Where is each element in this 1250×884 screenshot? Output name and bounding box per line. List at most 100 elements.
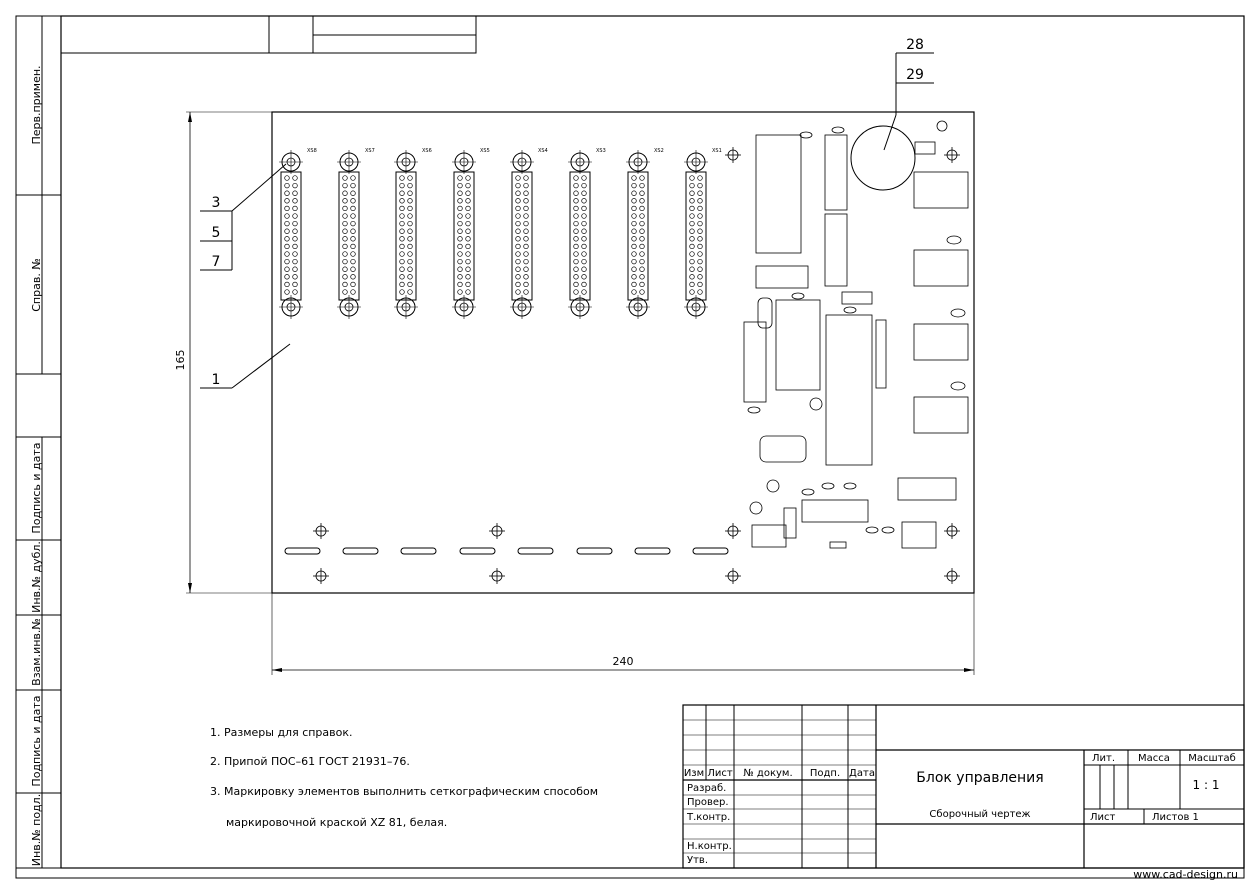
top-stamp — [60, 15, 477, 54]
tb-title: Блок управления — [916, 770, 1043, 786]
chip-dd2 — [897, 477, 957, 501]
side-label-inv-podl: Инв.№ подл. — [30, 794, 43, 866]
connector-xs7: XS7 — [337, 148, 375, 319]
connector-xs5: XS5 — [452, 148, 490, 319]
cap-c17 — [809, 397, 823, 411]
tb-role-tkontr: Т.контр. — [686, 812, 730, 823]
chip-dd5 — [755, 265, 809, 289]
mounting-hole — [725, 523, 741, 539]
slot — [692, 547, 729, 555]
slot — [576, 547, 613, 555]
tb-header-doc: № докум. — [743, 768, 792, 779]
chip-dd6 — [775, 299, 821, 391]
note-3-cont: маркировочной краской XZ 81, белая. — [226, 816, 447, 829]
title-block: Изм Лист № докум. Подп. Дата Разраб. Про… — [682, 704, 1245, 869]
connector-xs4: XS4 — [510, 148, 548, 319]
terminal-xt2 — [901, 521, 937, 549]
tb-role-prover: Провер. — [687, 797, 729, 808]
cap-c2 — [749, 501, 763, 515]
side-label-sprav: Справ. № — [30, 258, 43, 312]
tb-header-list: Лист — [707, 768, 733, 779]
side-label-vzam: Взам.инв.№ — [30, 618, 43, 686]
mounting-hole — [489, 568, 505, 584]
dimension-width-label: 240 — [613, 655, 634, 668]
leader-7: 7 — [212, 254, 221, 270]
mounting-hole — [725, 568, 741, 584]
connector-label: XS4 — [538, 148, 548, 154]
mounting-hole — [944, 523, 960, 539]
leader-3: 3 — [212, 195, 221, 211]
tb-header-date: Дата — [849, 768, 875, 779]
cap-c3 — [766, 479, 780, 493]
resistor-r1 — [783, 507, 797, 539]
crystal-zq1 — [759, 435, 807, 463]
side-label-perv: Перв.примен. — [30, 65, 43, 144]
note-1: 1. Размеры для справок. — [210, 726, 353, 739]
mounting-hole — [489, 523, 505, 539]
chip-dd3 — [743, 321, 767, 403]
mounting-hole — [725, 147, 741, 163]
tb-scale-label: Масштаб — [1188, 753, 1236, 764]
connector-xs1: XS1 — [684, 148, 722, 319]
leader-28: 28 — [906, 37, 924, 53]
side-label-inv-dubl: Инв.№ дубл. — [30, 541, 43, 613]
tb-role-nkontr: Н.контр. — [687, 841, 732, 852]
note-2: 2. Припой ПОС–61 ГОСТ 21931–76. — [210, 755, 410, 768]
slot — [400, 547, 437, 555]
top-leaders: 28 29 — [850, 37, 934, 191]
drawing-frame — [60, 15, 1245, 869]
chip-dd10 — [913, 396, 969, 434]
connector-label: XS7 — [365, 148, 375, 154]
slot — [342, 547, 379, 555]
tb-role-utv: Утв. — [687, 855, 708, 866]
sheet-border — [15, 15, 1245, 879]
connector-label: XS8 — [307, 148, 317, 154]
mounting-holes — [313, 147, 960, 584]
slot — [284, 547, 321, 555]
mounting-slots — [284, 547, 729, 555]
tb-lit-label: Лит. — [1092, 753, 1115, 764]
mounting-hole — [313, 568, 329, 584]
tb-header-sign: Подп. — [810, 768, 840, 779]
components — [743, 120, 969, 549]
dimension-height: 165 — [174, 111, 272, 594]
buzzer — [850, 125, 916, 191]
tb-header-izm: Изм — [684, 768, 704, 779]
connector-label: XS1 — [712, 148, 722, 154]
chip-dd13 — [913, 171, 969, 209]
connector-label: XS5 — [480, 148, 490, 154]
terminal-xt1 — [751, 524, 787, 548]
tb-mass-label: Масса — [1138, 753, 1170, 764]
dimension-width: 240 — [271, 593, 975, 675]
side-label-podpis-1: Подпись и дата — [30, 442, 43, 533]
side-strip: Перв.примен. Справ. № Подпись и дата Инв… — [16, 16, 61, 868]
connector-xs6: XS6 — [394, 148, 432, 319]
watermark: www.cad-design.ru — [1133, 868, 1238, 881]
connector-xs3: XS3 — [568, 148, 606, 319]
slot — [634, 547, 671, 555]
mounting-hole — [313, 523, 329, 539]
chip-dd8 — [824, 134, 848, 211]
connector-xs8: XS8 — [279, 148, 317, 319]
tb-sheet-label: Лист — [1090, 812, 1116, 823]
leader-5: 5 — [212, 225, 221, 241]
chip-dd12 — [913, 249, 969, 287]
chip-dd9 — [755, 134, 802, 254]
notes: 1. Размеры для справок. 2. Припой ПОС–61… — [210, 726, 598, 829]
tb-subtitle: Сборочный чертеж — [929, 809, 1030, 820]
chip-dd1 — [801, 499, 869, 523]
left-leaders: 3 5 7 1 — [200, 163, 291, 389]
chip-dd11 — [913, 323, 969, 361]
header-xp1 — [875, 319, 887, 389]
connectors: XS8 XS7 XS6 XS5 XS4 XS3 XS2 XS1 — [279, 148, 722, 319]
connector-label: XS2 — [654, 148, 664, 154]
tb-scale-value: 1 : 1 — [1193, 778, 1220, 792]
leader-29: 29 — [906, 67, 924, 83]
connector-label: XS6 — [422, 148, 432, 154]
mounting-hole — [944, 568, 960, 584]
dimension-height-label: 165 — [174, 350, 187, 371]
leader-1: 1 — [212, 372, 221, 388]
side-label-podpis-2: Подпись и дата — [30, 695, 43, 786]
pcb-outline — [271, 111, 975, 594]
